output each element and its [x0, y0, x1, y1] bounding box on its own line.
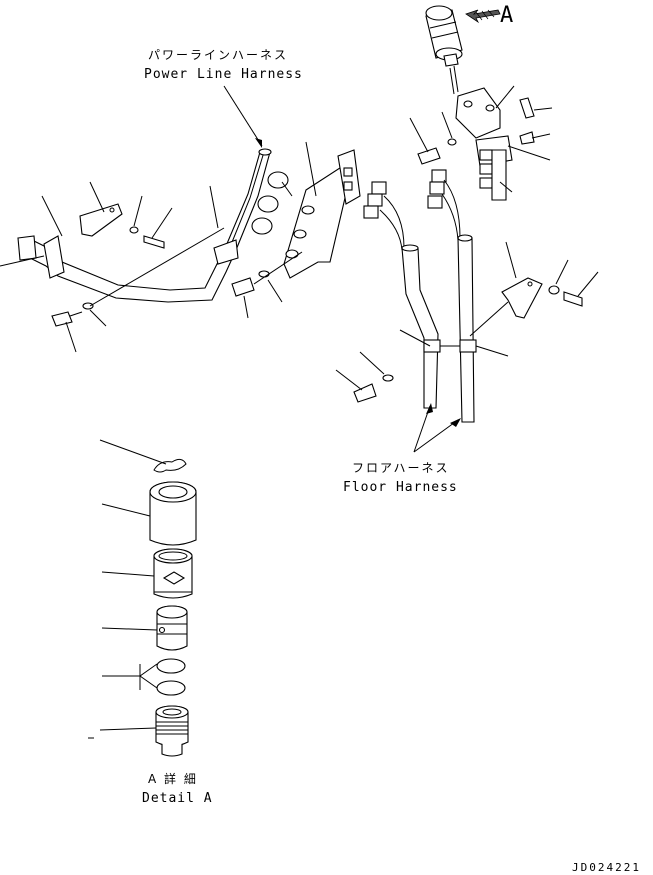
detail-a — [88, 439, 197, 757]
side-bracket — [469, 241, 599, 337]
floor-harness — [335, 169, 509, 453]
view-marker-a: A — [500, 3, 515, 28]
power-line-harness — [0, 85, 293, 353]
detail-a-label-en: Detail A — [142, 791, 213, 806]
relay-block — [409, 65, 553, 201]
bracket-plate — [231, 141, 361, 319]
floor-harness-label-jp: フロアハーネス — [352, 461, 450, 475]
drawing-number: JD024221 — [572, 861, 641, 874]
power-line-harness-label-en: Power Line Harness — [144, 67, 303, 82]
rotary-switch — [425, 5, 501, 67]
detail-a-label-jp: A 詳 細 — [148, 772, 198, 786]
floor-harness-label-en: Floor Harness — [343, 480, 458, 495]
power-line-harness-label-jp: パワーラインハーネス — [148, 48, 289, 62]
